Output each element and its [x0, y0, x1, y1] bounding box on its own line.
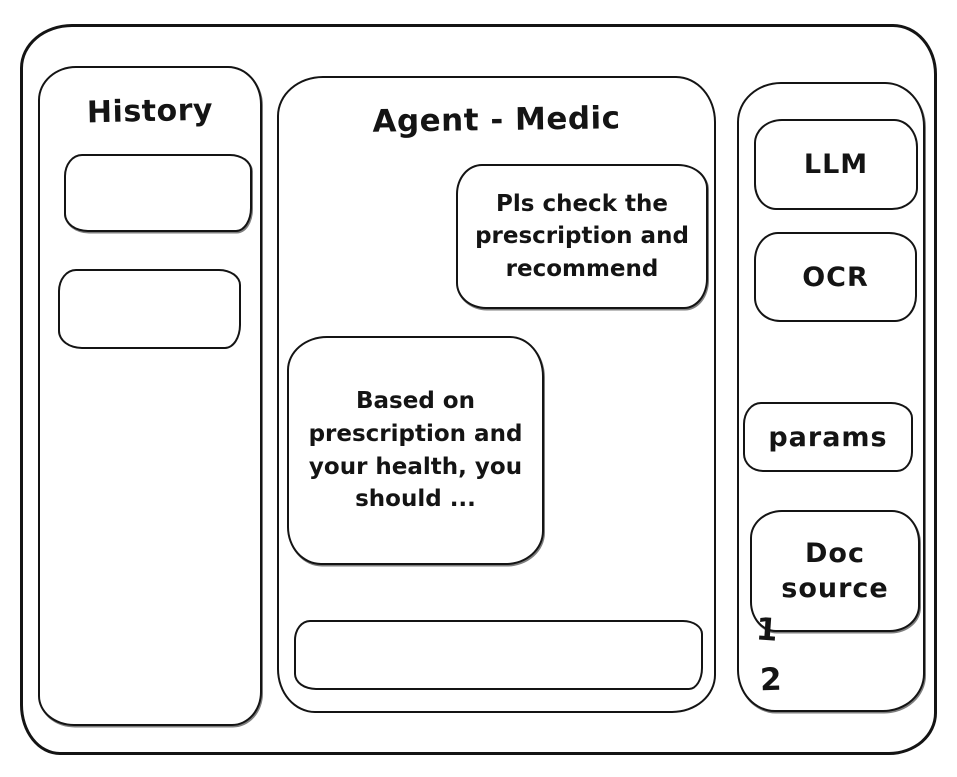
- doc-source-item[interactable]: 2: [759, 661, 783, 699]
- tools-panel: LLM OCR params Doc source 1 2: [737, 82, 925, 712]
- assistant-message-bubble: Based on prescription and your health, y…: [287, 336, 544, 565]
- history-item[interactable]: [58, 269, 241, 349]
- history-title: History: [86, 92, 214, 131]
- history-item[interactable]: [64, 154, 252, 232]
- params-button[interactable]: params: [743, 402, 913, 472]
- chat-title: Agent - Medic: [372, 100, 621, 140]
- history-panel: History: [38, 66, 262, 726]
- ocr-button[interactable]: OCR: [754, 232, 917, 322]
- chat-panel: Agent - Medic Pls check the prescription…: [277, 76, 716, 713]
- llm-button[interactable]: LLM: [754, 119, 918, 210]
- user-message-bubble: Pls check the prescription and recommend: [456, 164, 708, 309]
- doc-source-item[interactable]: 1: [754, 611, 779, 649]
- chat-input[interactable]: [294, 620, 703, 690]
- doc-source-button[interactable]: Doc source: [750, 510, 920, 632]
